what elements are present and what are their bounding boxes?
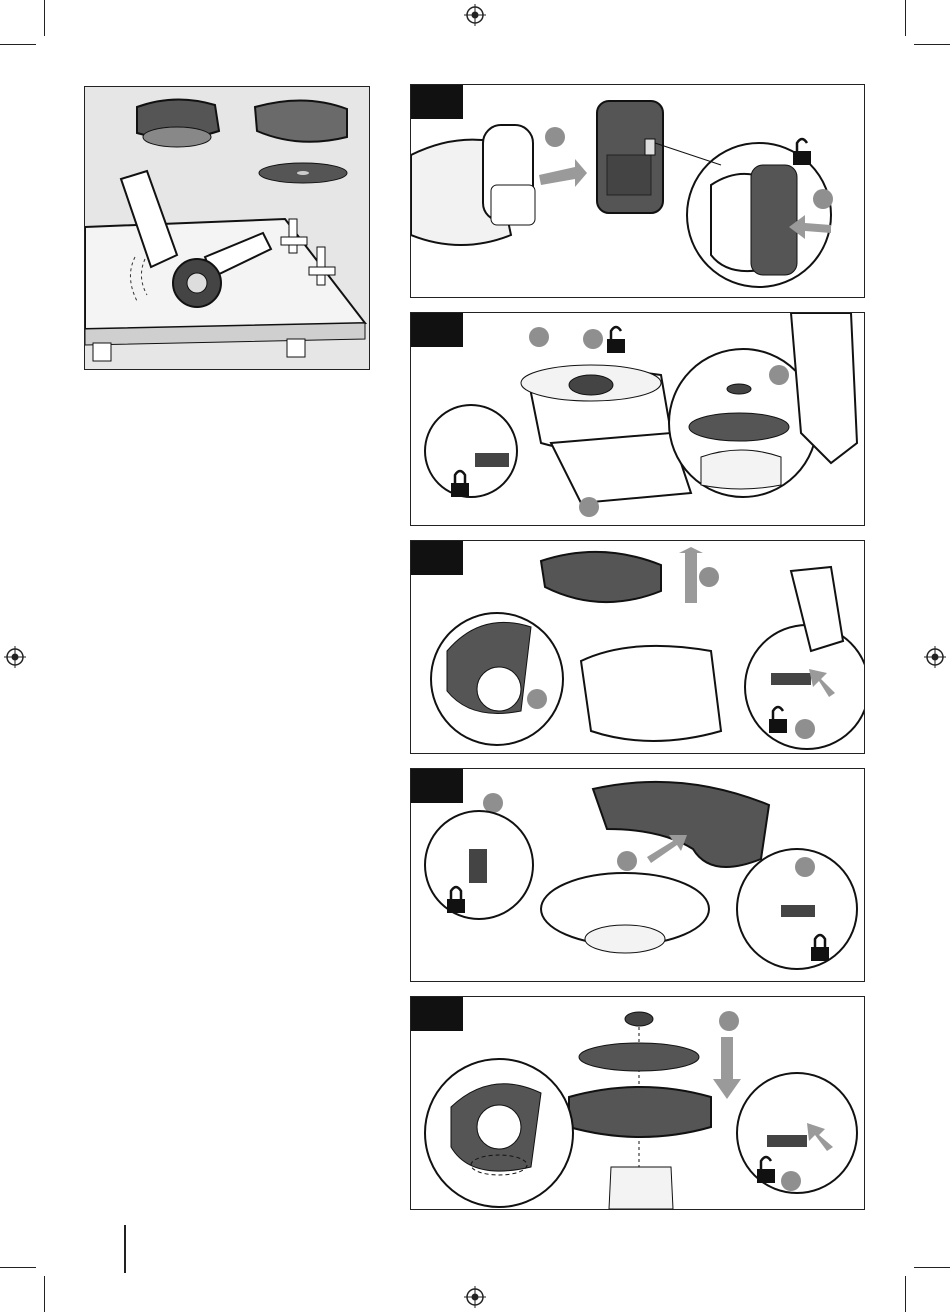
step-marker — [795, 719, 815, 739]
step-marker — [795, 857, 815, 877]
step-number-tag — [411, 313, 463, 347]
registration-mark-icon — [464, 4, 486, 26]
wheel-install-illustration — [411, 997, 864, 1209]
step-3-panel — [410, 540, 865, 754]
margin-rule — [124, 1225, 126, 1273]
step-1-panel — [410, 84, 865, 298]
guard-removal-illustration — [411, 541, 864, 753]
step-2-panel — [410, 312, 865, 526]
crop-mark — [44, 1276, 45, 1312]
crop-mark — [905, 1276, 906, 1312]
step-marker — [529, 327, 549, 347]
step-number-tag — [411, 541, 463, 575]
step-marker — [781, 1171, 801, 1191]
overview-panel — [84, 86, 370, 370]
guard-install-illustration — [411, 769, 864, 981]
step-marker — [813, 189, 833, 209]
step-marker — [699, 567, 719, 587]
battery-removal-illustration — [411, 85, 864, 297]
unlock-icon — [607, 327, 625, 353]
step-number-tag — [411, 997, 463, 1031]
step-4-panel — [410, 768, 865, 982]
step-number-tag — [411, 769, 463, 803]
wheel-removal-illustration — [411, 313, 864, 525]
registration-mark-icon — [924, 646, 946, 668]
step-marker — [483, 793, 503, 813]
crop-mark — [905, 0, 906, 36]
crop-mark — [914, 44, 950, 45]
step-marker — [769, 365, 789, 385]
registration-mark-icon — [464, 1286, 486, 1308]
step-marker — [545, 127, 565, 147]
crop-mark — [44, 0, 45, 36]
registration-mark-icon — [4, 646, 26, 668]
grinder-with-guards-illustration — [85, 87, 369, 369]
crop-mark — [914, 1267, 950, 1268]
crop-mark — [0, 44, 36, 45]
step-marker — [579, 497, 599, 517]
step-marker — [617, 851, 637, 871]
step-marker — [527, 689, 547, 709]
step-marker — [719, 1011, 739, 1031]
unlock-icon — [793, 139, 811, 165]
step-5-panel — [410, 996, 865, 1210]
step-number-tag — [411, 85, 463, 119]
step-marker — [583, 329, 603, 349]
crop-mark — [0, 1267, 36, 1268]
